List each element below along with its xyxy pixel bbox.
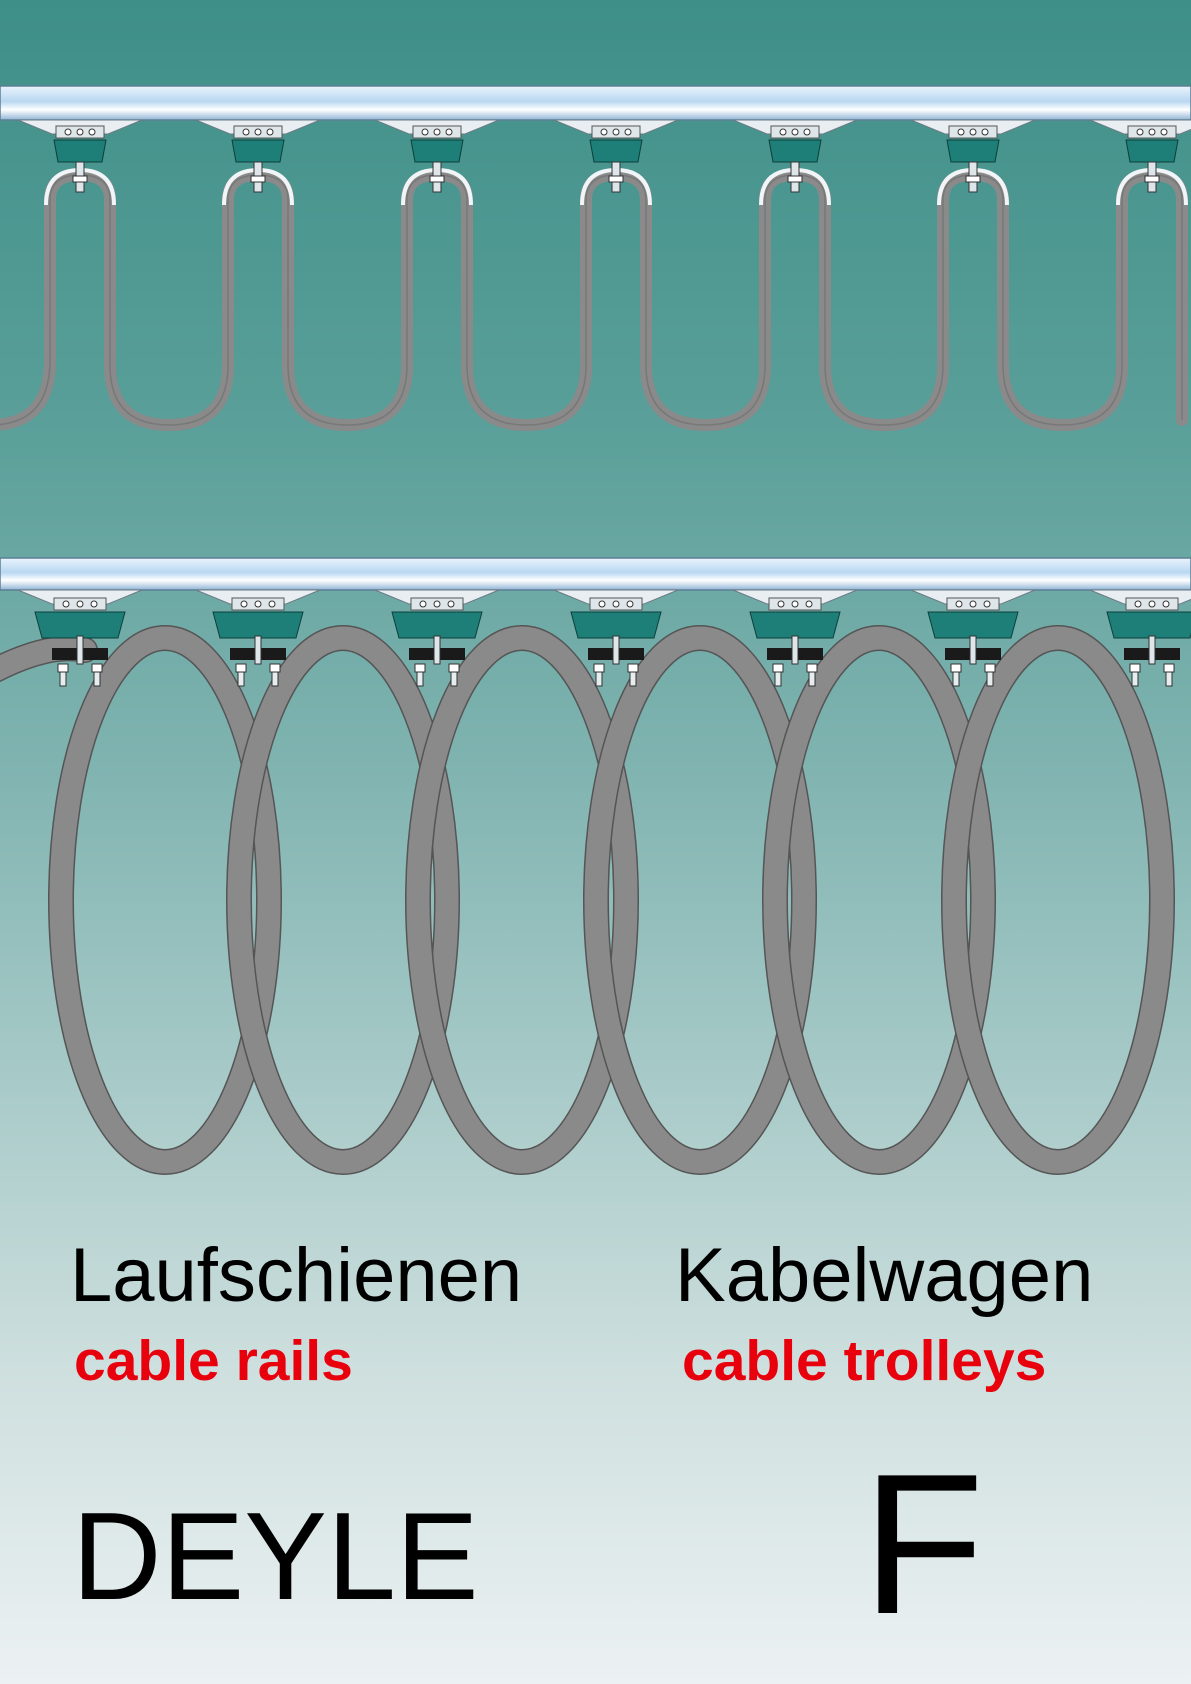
upper-trolleys <box>17 119 1191 206</box>
left-heading-en: cable rails <box>74 1329 353 1393</box>
cable-loop <box>48 625 282 1175</box>
upper-trolley <box>374 119 500 206</box>
upper-trolley <box>732 119 858 206</box>
cable-system-illustration <box>0 85 1191 1175</box>
brand-name: DEYLE <box>72 1488 479 1626</box>
upper-trolley <box>1089 119 1191 206</box>
lower-cable-rail <box>0 557 1191 591</box>
lower-trolley <box>17 589 143 687</box>
cable-loop <box>405 625 639 1175</box>
upper-trolley <box>553 119 679 206</box>
lower-trolley <box>1089 589 1191 687</box>
lower-trolley <box>374 589 500 687</box>
right-heading-de: Kabelwagen <box>675 1233 1094 1318</box>
upper-trolley <box>910 119 1036 206</box>
upper-trolley <box>195 119 321 206</box>
lower-trolley <box>195 589 321 687</box>
cable-loop <box>583 625 817 1175</box>
upper-flat-cable-edge <box>0 174 1183 426</box>
upper-flat-cable <box>0 168 1188 432</box>
lower-cable-loops <box>0 625 1175 1175</box>
upper-trolley <box>17 119 143 206</box>
cable-loop <box>226 625 460 1175</box>
right-heading-en: cable trolleys <box>682 1329 1047 1393</box>
upper-cable-rail <box>0 85 1191 121</box>
lower-trolley <box>910 589 1036 687</box>
lower-trolley <box>732 589 858 687</box>
lower-trolley <box>553 589 679 687</box>
left-heading-de: Laufschienen <box>70 1233 523 1318</box>
cable-loop <box>941 625 1175 1175</box>
lower-trolleys <box>17 589 1191 687</box>
cable-loop <box>762 625 996 1175</box>
section-letter: F <box>862 1433 985 1656</box>
